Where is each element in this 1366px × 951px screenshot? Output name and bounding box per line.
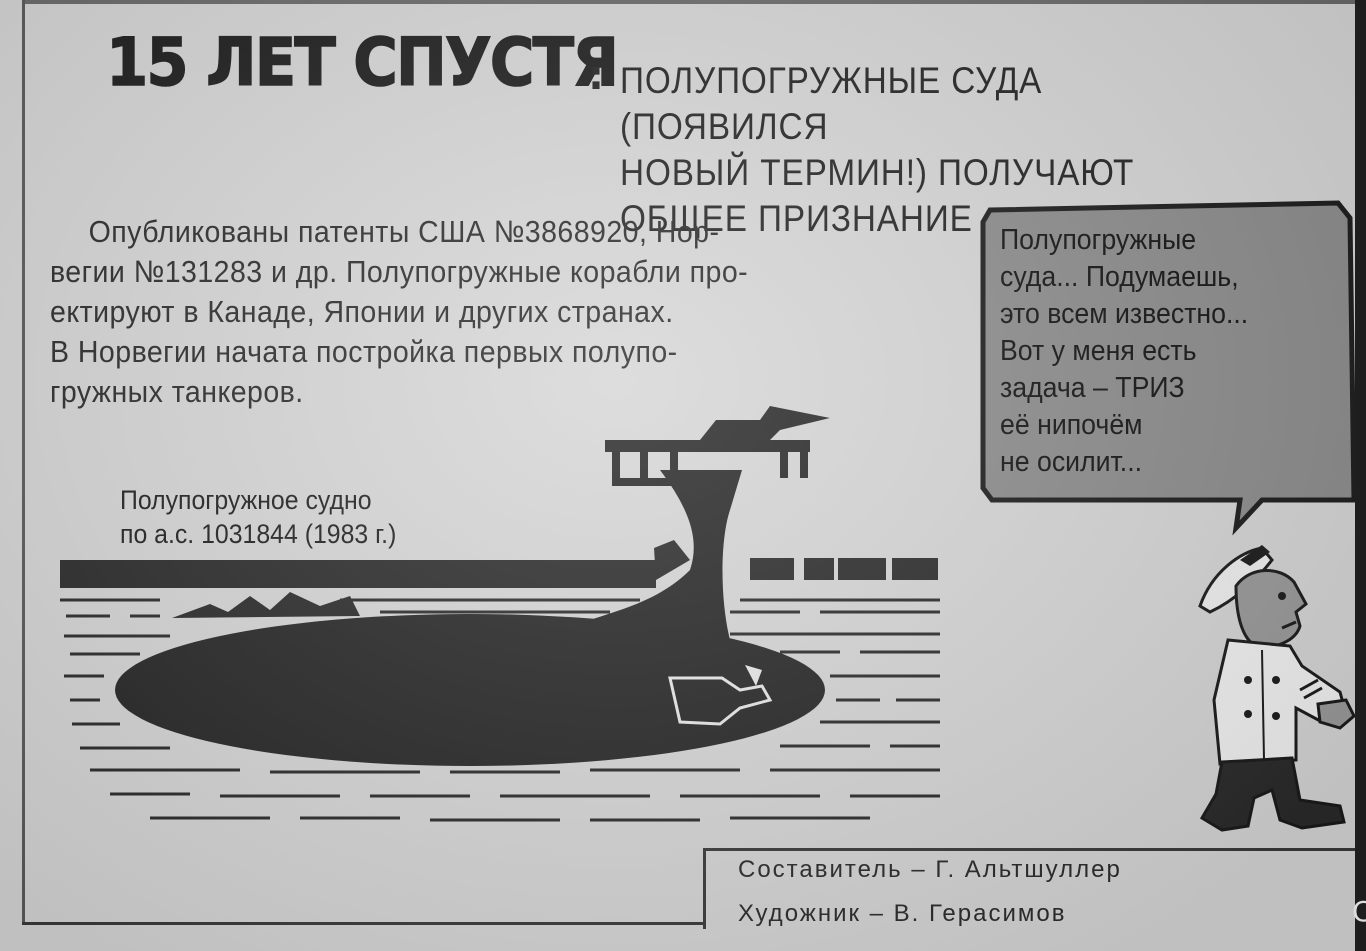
- frame-bottom-line: [22, 922, 706, 925]
- bubble-line: Полупогружные: [1000, 224, 1197, 256]
- page-title: 15 ЛЕТ СПУСТЯ: [105, 24, 619, 101]
- bubble-line: её нипочём: [1000, 409, 1143, 441]
- subtitle-line: ОБЩЕЕ ПРИЗНАНИЕ: [620, 198, 973, 239]
- title-colon: :: [588, 53, 604, 99]
- speech-bubble-shape: [980, 200, 1357, 536]
- bubble-line: Вот у меня есть: [1000, 335, 1197, 367]
- body-line: ектируют в Канаде, Японии и других стран…: [50, 294, 674, 329]
- sailor-character-icon: [1198, 545, 1356, 832]
- subtitle-line: ПОЛУПОГРУЖНЫЕ СУДА (ПОЯВИЛСЯ: [620, 60, 1043, 147]
- sea-surface-band: [60, 540, 938, 588]
- body-line: вегии №131283 и др. Полупогружные корабл…: [50, 254, 749, 289]
- bubble-line: суда... Подумаешь,: [1000, 261, 1239, 293]
- water-lines: [60, 598, 940, 822]
- bubble-line: не осилит...: [1000, 446, 1143, 478]
- credits-frame: [703, 848, 1366, 929]
- semi-submersible-ship-icon: [115, 406, 830, 766]
- body-paragraph: Опубликованы патенты США №3868920, Нор- …: [50, 212, 933, 412]
- illustration-caption: Полупогружное судно по а.с. 1031844 (198…: [120, 483, 396, 551]
- caption-line: по а.с. 1031844 (1983 г.): [120, 519, 397, 549]
- bubble-line: задача – ТРИЗ: [1000, 372, 1185, 404]
- credit-compiler: Составитель – Г. Альтшуллер: [738, 856, 1122, 883]
- caption-line: Полупогружное судно: [120, 485, 372, 515]
- bubble-line: это всем известно...: [1000, 298, 1249, 330]
- speech-bubble-text: Полупогружные суда... Подумаешь, это все…: [1000, 222, 1322, 481]
- body-line: В Норвегии начата постройка первых полуп…: [50, 334, 678, 369]
- print-right-edge: [1355, 0, 1366, 951]
- body-line: Опубликованы патенты США №3868920, Нор-: [88, 214, 720, 249]
- title-subtitle: ПОЛУПОГРУЖНЫЕ СУДА (ПОЯВИЛСЯ НОВЫЙ ТЕРМИ…: [620, 58, 1250, 242]
- body-line: гружных танкеров.: [50, 374, 304, 409]
- corner-mark: С: [1352, 895, 1366, 928]
- credit-artist: Художник – В. Герасимов: [738, 900, 1067, 927]
- frame-top-line: [22, 0, 1366, 4]
- subtitle-line: НОВЫЙ ТЕРМИН!) ПОЛУЧАЮТ: [620, 152, 1135, 193]
- frame-left-line: [22, 0, 25, 925]
